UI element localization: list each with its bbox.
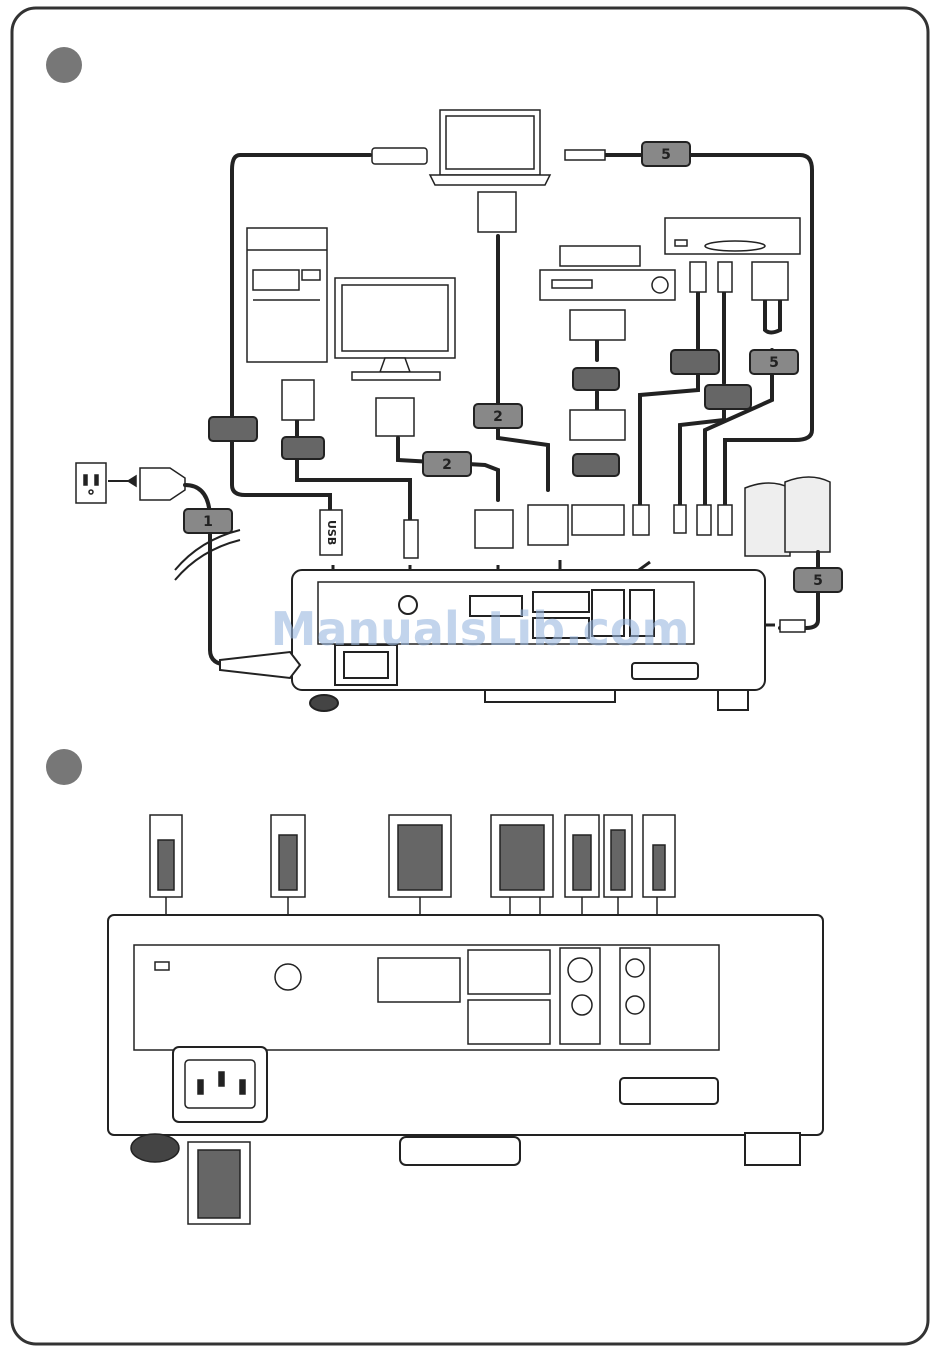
cable-badge-vga-laptop: 2 (474, 404, 522, 428)
desktop-tower-icon (247, 228, 327, 362)
dvd-player-icon (665, 218, 800, 254)
lens-housing (400, 1137, 520, 1165)
laptop-icon (430, 110, 550, 185)
connector-thumbnails (150, 815, 675, 897)
cable-label-vga-pc: 2 (442, 457, 452, 473)
cable-badge-audio-laptop: 5 (642, 142, 690, 166)
adjuster-foot-right (745, 1133, 800, 1165)
section-1-badge (46, 47, 82, 83)
cable-badge-audio-dvd: 5 (750, 350, 798, 374)
lens-slider (620, 1078, 718, 1104)
watermark: ManualsLib.com (271, 602, 690, 656)
cable-badge-power: 1 (184, 509, 232, 533)
cable-label-power: 1 (203, 514, 213, 530)
cable-badge-vga-pc: 2 (423, 452, 471, 476)
bottom-port-detail (108, 815, 823, 1224)
wall-outlet-icon (76, 463, 106, 503)
monitor-icon (335, 278, 455, 380)
cable-label-audio-dvd: 5 (769, 355, 779, 371)
cable-label-vga-laptop: 2 (493, 409, 503, 425)
vcr-icon (540, 246, 675, 300)
cable-break-mark (175, 530, 240, 580)
section-2-badge (46, 749, 82, 785)
power-plug-icon (108, 468, 185, 500)
cable-badge-speakers: 5 (794, 568, 842, 592)
speakers-icon (745, 477, 830, 556)
cable-label-speakers: 5 (813, 573, 823, 589)
cable-label-audio-laptop: 5 (661, 147, 671, 163)
adjuster-foot-left (131, 1134, 179, 1162)
usb-plug-label: USB (325, 520, 338, 545)
